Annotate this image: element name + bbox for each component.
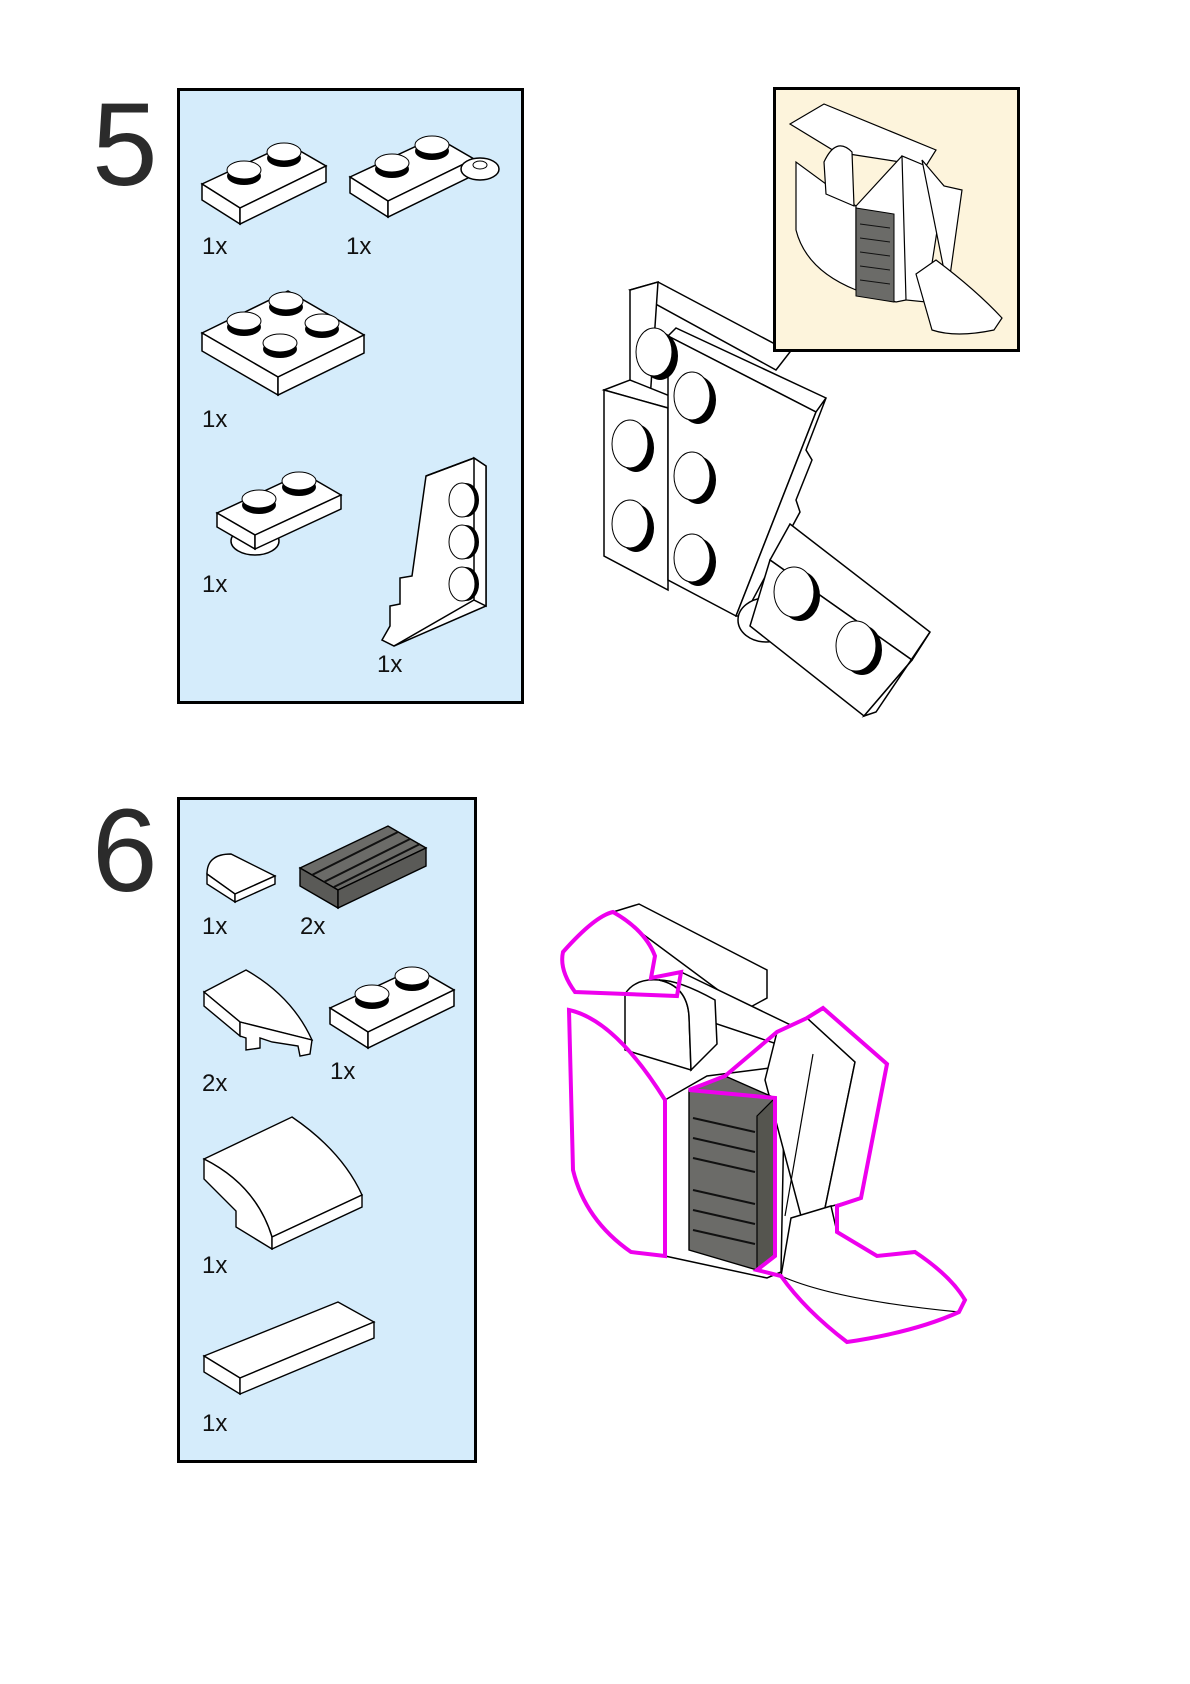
plate-1x2-part bbox=[328, 960, 463, 1055]
qty-label: 2x bbox=[300, 913, 326, 940]
qty-label: 1x bbox=[202, 913, 228, 940]
qty-label: 1x bbox=[202, 571, 228, 598]
curved-slope-part bbox=[202, 1115, 367, 1250]
qty-label: 1x bbox=[202, 1252, 228, 1279]
qty-label: 1x bbox=[202, 406, 228, 433]
grille-icon bbox=[688, 1075, 776, 1272]
tile-round-half-part bbox=[205, 850, 280, 905]
step-6-assembly-illustration bbox=[555, 900, 975, 1350]
qty-label: 1x bbox=[202, 233, 228, 260]
qty-label: 1x bbox=[377, 651, 403, 678]
parts-list-step-5: 1x 1x 1x bbox=[177, 88, 524, 704]
qty-label: 1x bbox=[330, 1058, 356, 1085]
tile-1x4-part bbox=[202, 1300, 377, 1400]
plate-1x2-round-end-part bbox=[215, 461, 350, 571]
step-5-inset-preview bbox=[773, 87, 1020, 352]
wedge-slope-part bbox=[202, 966, 317, 1061]
plate-1x2-ring-part bbox=[348, 129, 503, 224]
parts-list-step-6: 1x 2x 2x 1x bbox=[177, 797, 477, 1463]
plate-2x2-part bbox=[200, 281, 370, 406]
wedge-plate-part bbox=[378, 456, 493, 651]
qty-label: 1x bbox=[202, 1410, 228, 1437]
qty-label: 2x bbox=[202, 1070, 228, 1097]
step-number-5: 5 bbox=[92, 79, 158, 211]
step-5-assembly-illustration bbox=[600, 280, 940, 720]
grille-tile-part bbox=[298, 822, 433, 917]
qty-label: 1x bbox=[346, 233, 372, 260]
step-number-6: 6 bbox=[92, 785, 158, 917]
grille-icon bbox=[855, 207, 895, 303]
plate-1x2-part bbox=[200, 136, 330, 231]
